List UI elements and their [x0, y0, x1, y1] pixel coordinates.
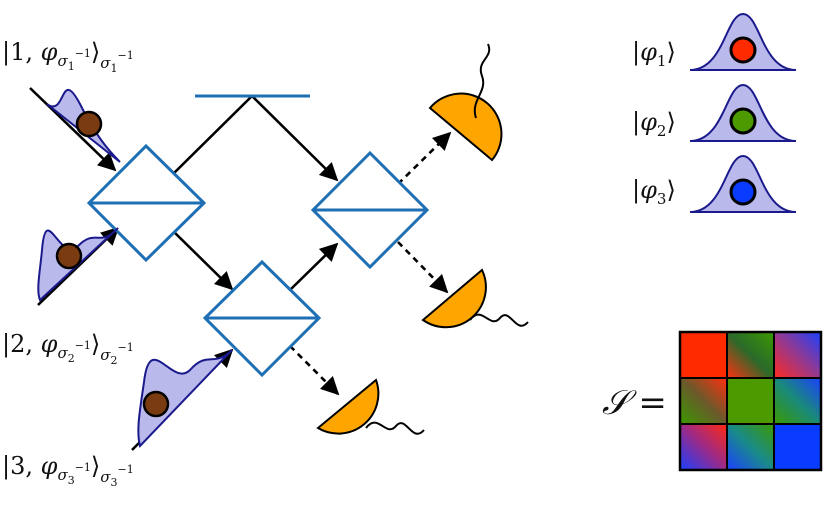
legend-row-1: |φ1⟩: [632, 12, 797, 71]
beam-splitter-3: [310, 150, 430, 270]
detection-beams: [289, 131, 452, 396]
svg-text:|φ2⟩: |φ2⟩: [632, 108, 676, 140]
photon-1: [75, 110, 103, 138]
input-beam-1: [29, 87, 117, 172]
detector-middle: [421, 268, 529, 329]
matrix-cell-2-3: [773, 377, 822, 425]
wavepacket-2: [37, 227, 119, 302]
input-label-3: |3, φσ3−1⟩σ3−1: [2, 452, 134, 489]
detector-top: [428, 43, 503, 162]
svg-text:|φ3⟩: |φ3⟩: [632, 176, 676, 208]
beam-bs2-to-bs3: [289, 242, 339, 291]
legend-photon-3: [729, 178, 757, 206]
legend-photon-2: [729, 107, 757, 135]
wavepacket-1: [46, 88, 121, 163]
beam-bs2-to-detector-bottom: [289, 345, 340, 396]
legend-row-3: |φ3⟩: [632, 154, 797, 213]
beam-splitter-1: [86, 143, 207, 263]
legend-row-2: |φ2⟩: [632, 83, 797, 142]
input-label-1: |1, φσ1−1⟩σ1−1: [2, 38, 134, 75]
matrix-cell-1-1: [679, 331, 728, 379]
beam-splitter-2: [202, 259, 322, 378]
detector-bottom: [316, 378, 425, 435]
wavepacket-3: [137, 349, 233, 449]
beam-bs3-to-detector-top: [397, 131, 452, 185]
matrix-cell-3-3: [773, 423, 822, 471]
matrix-cell-2-2: [726, 377, 775, 425]
photon-2: [55, 242, 83, 270]
matrix-cell-2-1: [679, 377, 728, 425]
matrix-cell-1-3: [773, 331, 822, 379]
beam-mirror-to-bs3: [251, 95, 339, 182]
input-label-2: |2, φσ2−1⟩σ2−1: [2, 330, 134, 367]
beam-bs1-to-bs2: [171, 229, 234, 291]
state-legend: |φ1⟩ |φ2⟩ |φ3⟩: [632, 12, 797, 213]
matrix-cell-1-2: [726, 331, 775, 379]
scattering-matrix: [678, 330, 823, 472]
svg-text:|φ1⟩: |φ1⟩: [632, 38, 676, 70]
matrix-cell-3-2: [726, 423, 775, 471]
matrix-label: 𝒮=: [602, 383, 667, 423]
matrix-cell-3-1: [679, 423, 728, 471]
beam-bs1-to-mirror: [171, 95, 253, 176]
photon-3: [142, 390, 170, 418]
beam-bs3-to-detector-mid: [397, 241, 449, 294]
legend-photon-1: [729, 36, 757, 64]
